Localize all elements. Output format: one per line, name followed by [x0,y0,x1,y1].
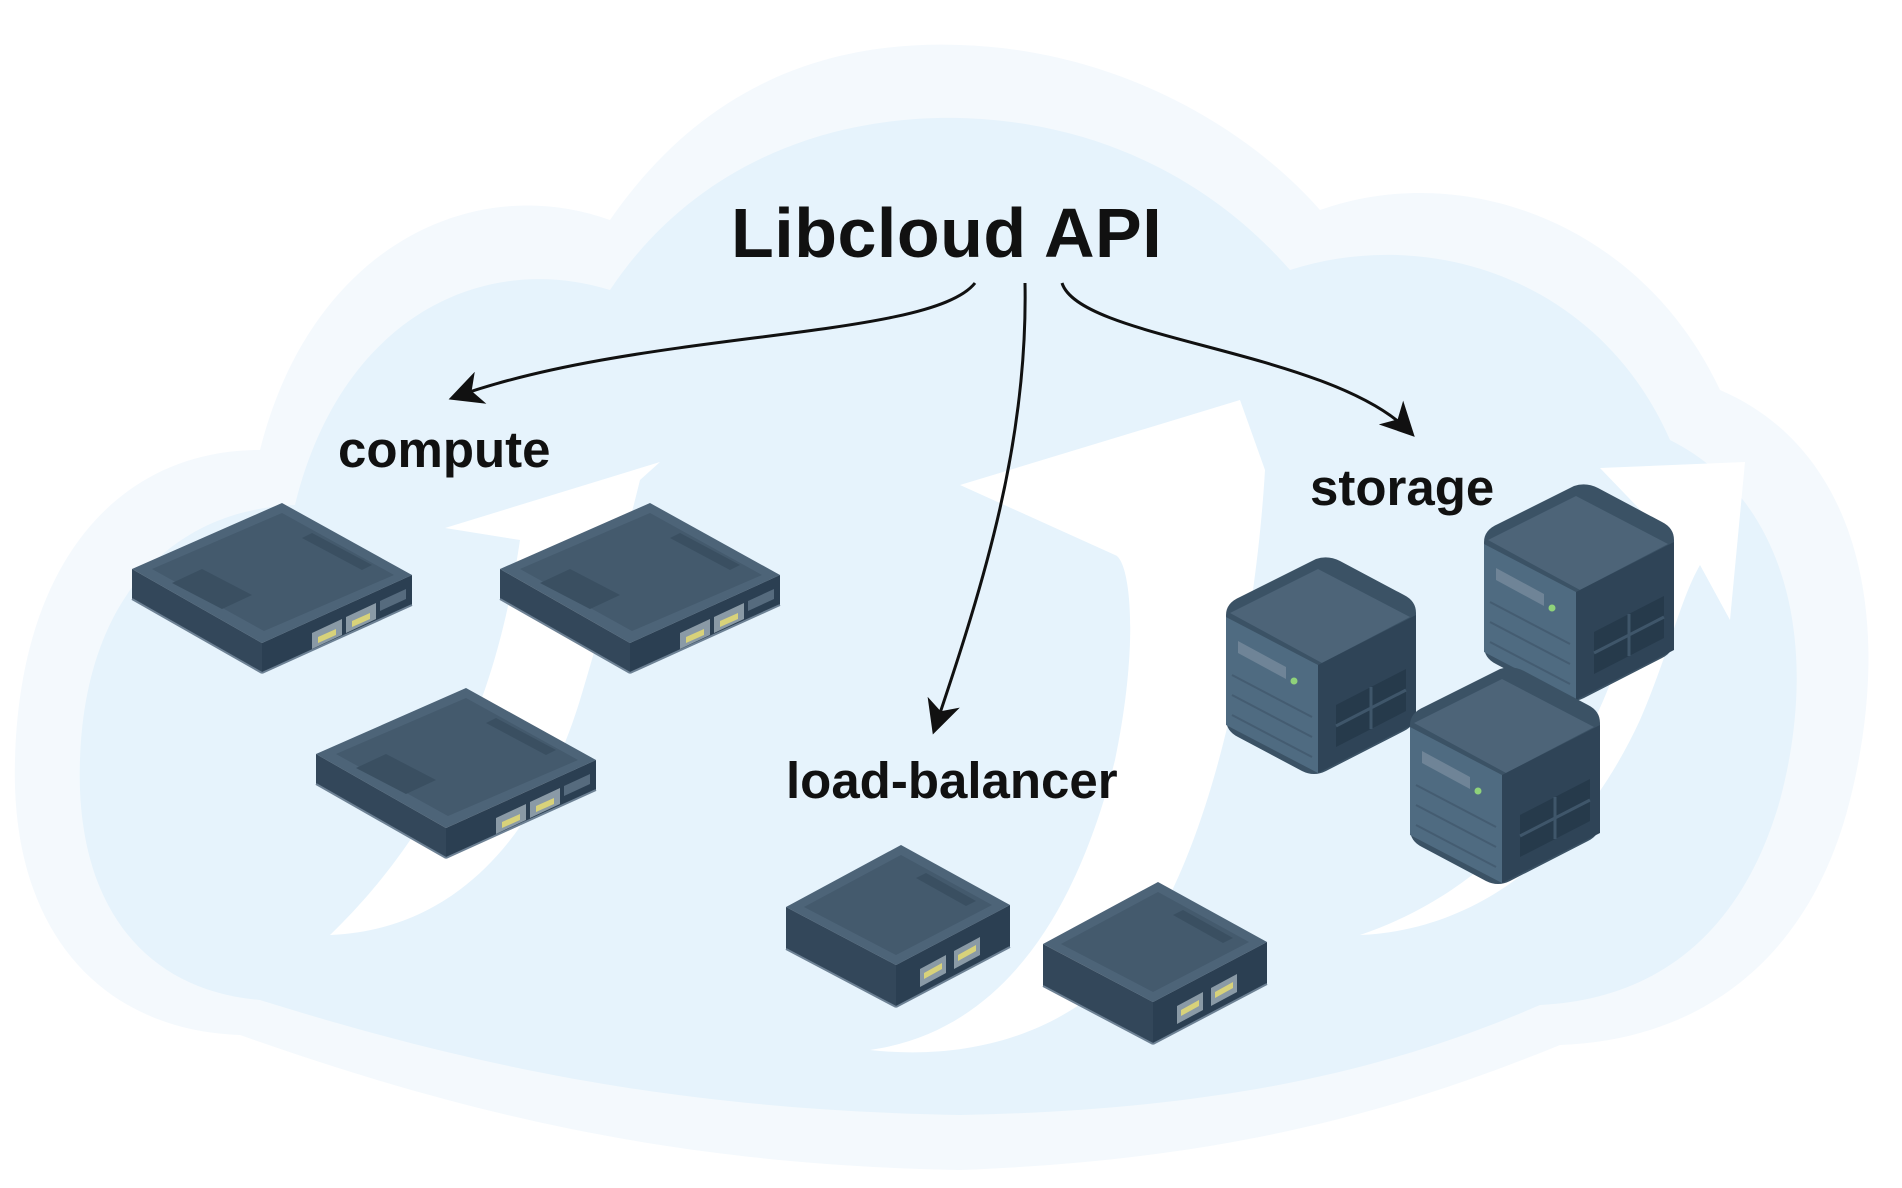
cloud-body [79,117,1797,1116]
arrow-to-compute [448,282,977,404]
diagram-title: Libcloud API [731,194,1163,272]
load-balancer-label: load-balancer [786,752,1118,809]
arrows [448,282,1415,735]
compute-label: compute [338,421,551,478]
arrow-to-storage [1060,282,1415,437]
storage-label: storage [1310,459,1495,516]
arrow-to-load-balancer [927,282,1027,735]
